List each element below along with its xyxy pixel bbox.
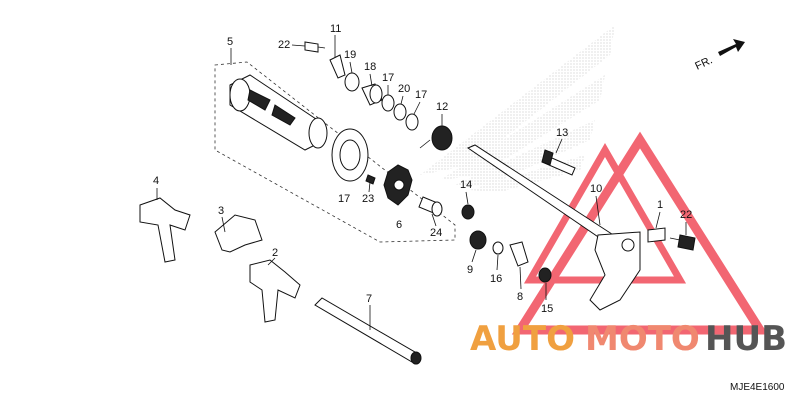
watermark: AUTO MOTO HUB	[470, 319, 787, 359]
callout-9: 9	[467, 264, 473, 276]
washer-16	[492, 241, 504, 255]
washer-20	[344, 72, 360, 92]
callout-18: 17	[338, 193, 350, 205]
bolt-22-top	[304, 41, 326, 53]
shift-fork-2	[249, 259, 301, 323]
shift-drum	[229, 74, 328, 151]
bolt-22-right	[669, 234, 696, 251]
bolt-13	[541, 149, 576, 176]
bearing	[331, 128, 369, 182]
watermark-hub: HUB	[705, 319, 787, 359]
callout-16: 16	[490, 273, 502, 285]
callout-11: 11	[330, 23, 341, 35]
diagram-code: MJE4E1600	[730, 382, 785, 393]
dowel-pin	[365, 174, 376, 185]
callout-17a: 17	[382, 72, 394, 84]
stopper-arm	[329, 54, 346, 79]
callout-15: 15	[541, 303, 553, 315]
direction-label: FR.	[693, 54, 714, 72]
callout-3: 3	[218, 205, 224, 217]
plate-1	[647, 227, 666, 243]
socket-bolt	[418, 196, 443, 217]
spring-9	[469, 230, 487, 250]
front-arrow-icon: FR.	[693, 39, 745, 73]
callout-10: 10	[590, 183, 602, 195]
watermark-auto: AUTO	[470, 319, 575, 359]
wing-logo-background	[420, 25, 615, 192]
callout-22-top: 22	[278, 39, 290, 51]
watermark-moto: MOTO	[585, 319, 700, 359]
callout-2: 2	[272, 247, 278, 259]
collar-19	[361, 83, 383, 106]
star-plate	[383, 164, 413, 206]
callout-19: 18	[364, 61, 376, 73]
callout-17b: 17	[415, 89, 427, 101]
arm-8	[509, 241, 529, 267]
pin-14	[461, 204, 475, 220]
callout-7: 7	[366, 293, 372, 305]
callout-20: 19	[344, 49, 356, 61]
washer-17a	[381, 94, 395, 112]
return-spring-12	[419, 125, 453, 151]
callout-21: 20	[398, 83, 410, 95]
fork-shaft	[314, 297, 422, 365]
callout-8: 8	[517, 291, 523, 303]
callout-14: 14	[460, 179, 472, 191]
callouts: 5 11 22 19 18 17 20 17 12 13 17 23 6 24 …	[153, 23, 692, 330]
washer-17b	[405, 113, 419, 131]
callout-22-right: 22	[680, 209, 692, 221]
callout-23: 23	[362, 193, 374, 205]
callout-4: 4	[153, 175, 159, 187]
callout-24: 24	[430, 227, 442, 239]
bolt-15	[538, 267, 552, 283]
callout-12: 12	[436, 101, 448, 113]
callout-6: 6	[396, 219, 402, 231]
callout-13: 13	[556, 127, 568, 139]
gearshift-spindle	[466, 144, 641, 311]
shift-fork-3	[214, 214, 263, 253]
callout-1: 1	[657, 199, 663, 211]
callout-5: 5	[227, 36, 233, 48]
shift-fork-4	[139, 197, 191, 263]
spring-21	[393, 103, 407, 121]
assembly-boundary	[214, 61, 456, 243]
